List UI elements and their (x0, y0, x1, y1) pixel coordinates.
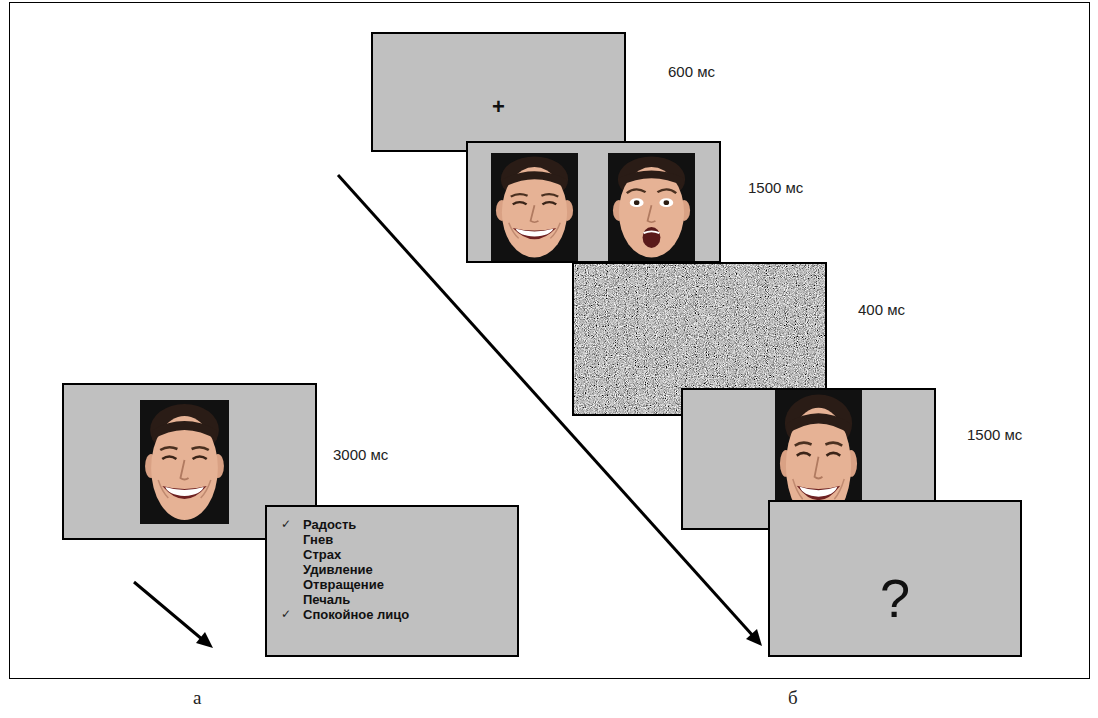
screen-text: Отвращение (303, 577, 517, 592)
screen-text: Страх (303, 547, 517, 562)
duration-label: 3000 мс (333, 445, 388, 465)
screen-text: Спокойное лицо (303, 607, 517, 622)
question-screen: ? (768, 500, 1022, 657)
screen-text: + (373, 96, 624, 118)
sequence-arrow (134, 582, 213, 648)
duration-label: 400 мс (858, 300, 905, 320)
duration-label: 1500 мс (967, 425, 1022, 445)
fixation-screen: + (371, 32, 626, 152)
screen-text: ? (770, 568, 1020, 628)
check-mark: ✓ (281, 607, 291, 622)
screen-text: Удивление (303, 562, 517, 577)
panel-letter: а (193, 688, 201, 708)
check-mark: ✓ (281, 517, 291, 532)
two-faces-screen (466, 141, 721, 263)
figure-border (10, 3, 1090, 679)
panel-letter: б (788, 688, 798, 708)
screen-text: Печаль (303, 592, 517, 607)
screen-text: Радость (303, 517, 517, 532)
duration-label: 600 мс (668, 62, 715, 82)
face-photo (140, 400, 229, 524)
face-photo (608, 153, 695, 261)
response-screen: РадостьГневСтрахУдивлениеОтвращениеПечал… (265, 505, 519, 657)
screen-text: Гнев (303, 532, 517, 547)
duration-label: 1500 мс (748, 178, 803, 198)
face-photo (491, 153, 578, 261)
